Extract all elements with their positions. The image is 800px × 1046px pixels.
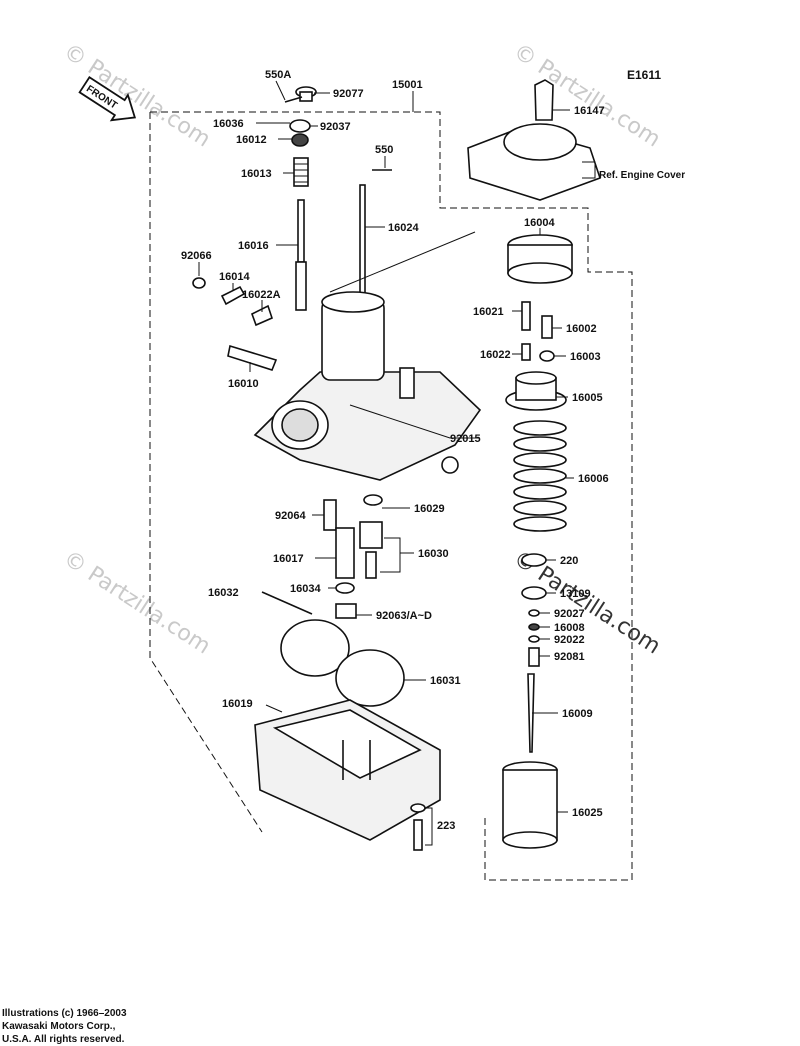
cap-16004 (507, 234, 573, 284)
label-16008: 16008 (554, 622, 585, 634)
label-15001: 15001 (392, 79, 423, 91)
label-223: 223 (437, 820, 455, 832)
label-92022: 92022 (554, 634, 585, 646)
label-92027: 92027 (554, 608, 585, 620)
label-16147: 16147 (574, 105, 605, 117)
label-16036: 16036 (213, 118, 244, 130)
plate-16005 (505, 371, 567, 411)
bolts-223 (410, 803, 426, 851)
label-16032: 16032 (208, 587, 239, 599)
watermark-top-left: © Partzilla.com (59, 39, 215, 152)
spring-16006 (513, 420, 567, 532)
pilot-screw (220, 285, 273, 327)
label-92037: 92037 (320, 121, 351, 133)
label-220: 220 (560, 555, 578, 567)
label-92081: 92081 (554, 651, 585, 663)
label-16002: 16002 (566, 323, 597, 335)
label-92063: 92063/A~D (376, 610, 432, 622)
label-16003: 16003 (570, 351, 601, 363)
rod-16016 (295, 199, 307, 311)
label-16006: 16006 (578, 473, 609, 485)
watermark-mid-left: © Partzilla.com (59, 546, 215, 659)
label-92077: 92077 (333, 88, 364, 100)
label-16019: 16019 (222, 698, 253, 710)
part-labels: 550A 92077 15001 16036 92037 16012 550 1… (181, 69, 685, 832)
diagram-code: E1611 (627, 68, 661, 82)
float-bowl-16019 (254, 699, 441, 841)
top-cover (467, 79, 602, 201)
copyright-line-3: U.S.A. All rights reserved. (2, 1034, 125, 1045)
assembly-boundary (150, 111, 633, 881)
slide-16025 (502, 761, 558, 849)
copyright-line-2: Kawasaki Motors Corp., (2, 1021, 116, 1032)
label-16021: 16021 (473, 306, 504, 318)
label-550: 550 (375, 144, 393, 156)
label-16004: 16004 (524, 217, 555, 229)
label-16030: 16030 (418, 548, 449, 560)
label-16005: 16005 (572, 392, 603, 404)
label-16029: 16029 (414, 503, 445, 515)
idle-screw-16010 (227, 344, 278, 371)
leader-lines (198, 80, 596, 846)
carburetor-body (253, 231, 482, 481)
floats-16031 (280, 619, 405, 707)
label-16010: 16010 (228, 378, 259, 390)
label-16017: 16017 (273, 553, 304, 565)
label-16022a: 16022A (242, 289, 281, 301)
copyright-line-1: Illustrations (c) 1966–2003 (2, 1008, 127, 1019)
label-16014: 16014 (219, 271, 250, 283)
label-92066: 92066 (181, 250, 212, 262)
label-16031: 16031 (430, 675, 461, 687)
label-16013: 16013 (241, 168, 272, 180)
needle-16009 (527, 673, 535, 753)
label-16009: 16009 (562, 708, 593, 720)
label-16022: 16022 (480, 349, 511, 361)
label-92015: 92015 (450, 433, 481, 445)
assembly-boundary-left (149, 112, 263, 833)
label-13109: 13109 (560, 588, 591, 600)
spring-16013 (293, 157, 309, 187)
label-16034: 16034 (290, 583, 321, 595)
cap-screw (284, 86, 317, 147)
label-16012: 16012 (236, 134, 267, 146)
label-16024: 16024 (388, 222, 419, 234)
label-16025: 16025 (572, 807, 603, 819)
label-16016: 16016 (238, 240, 269, 252)
copyright-block: Illustrations (c) 1966–2003 Kawasaki Mot… (2, 1008, 127, 1045)
ref-engine-cover-note: Ref. Engine Cover (599, 170, 685, 181)
plug-92066 (192, 277, 206, 289)
needle-parts (521, 301, 555, 362)
jets-group (261, 494, 383, 619)
label-550a: 550A (265, 69, 291, 81)
front-arrow-shape (78, 75, 137, 122)
needle-washers (528, 609, 540, 667)
label-92064: 92064 (275, 510, 306, 522)
